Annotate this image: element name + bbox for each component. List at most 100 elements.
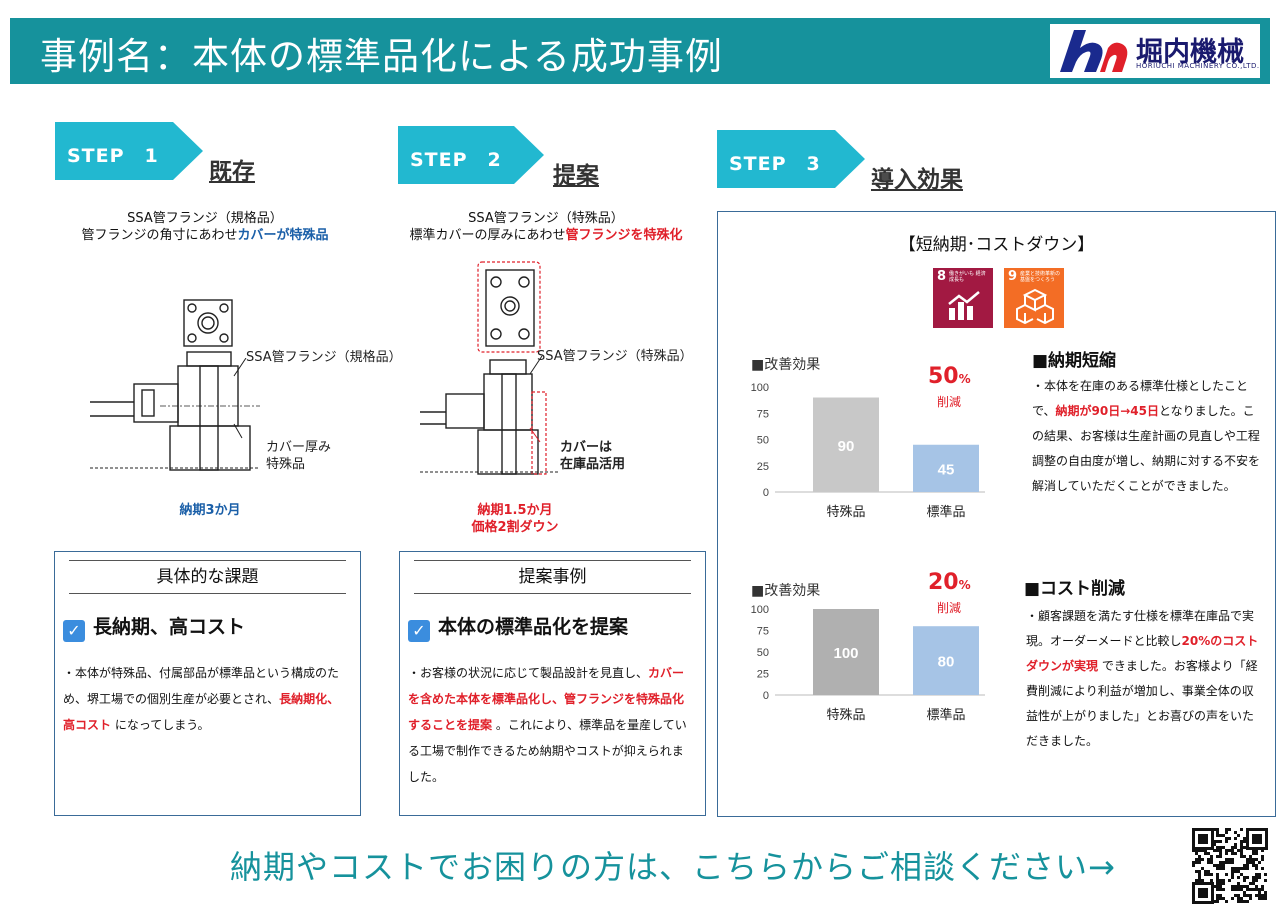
step-1-cover-label: カバー厚み 特殊品 <box>266 439 331 473</box>
chart-2-ytick: 0 <box>763 690 769 702</box>
chart-1-data-label: 45 <box>938 461 955 478</box>
step-1-title: 既存 <box>209 159 255 185</box>
chart-2-data-label: 80 <box>938 654 955 671</box>
chart-1-annotation-sub: 削減 <box>937 395 962 409</box>
step-2-cover-label: カバーは 在庫品活用 <box>560 439 625 473</box>
effect-box: 【短納期･コストダウン】 8 働きがいも 経済成長も 9 産業と技術革新の 基盤… <box>717 211 1276 817</box>
chart-2-ytick: 25 <box>757 669 769 681</box>
step-1-caption: SSA管フランジ（規格品） 管フランジの角寸にあわせカバーが特殊品 <box>60 210 350 244</box>
chart-2-bar <box>913 626 979 695</box>
logo-name: 堀内機械 <box>1136 37 1244 68</box>
logo-subtitle: HORIUCHI MACHINERY CO.,LTD. <box>1136 62 1260 70</box>
chart-2-bar <box>813 609 879 695</box>
step-1-lead-time: 納期3か月 <box>179 503 241 518</box>
step-2-lead-time: 納期1.5か月 価格2割ダウン <box>455 502 575 536</box>
step-2-caption-line1: SSA管フランジ（特殊品） <box>468 211 624 226</box>
issue-body-tail: になってしまう。 <box>111 718 210 732</box>
step-2-leaders <box>529 356 543 443</box>
chart-1-annotation: 50% <box>928 364 971 389</box>
proposal-box-subheading-text: 本体の標準品化を提案 <box>438 616 629 638</box>
chart-1-data-label: 90 <box>838 438 855 455</box>
step-2-cover-label-line2: 在庫品活用 <box>560 457 626 472</box>
step-2-label: STEP 2 <box>410 149 502 171</box>
step-2-caption: SSA管フランジ（特殊品） 標準カバーの厚みにあわせ管フランジを特殊化 <box>396 210 696 244</box>
chart-2-data-label: 100 <box>833 645 858 662</box>
step-1-caption-line2: 管フランジの角寸にあわせカバーが特殊品 <box>60 227 350 244</box>
cubes-icon <box>1016 288 1054 324</box>
proposal-body-text: ・お客様の状況に応じて製品設計を見直し、 <box>408 666 649 680</box>
chart-1-annotation-unit: % <box>958 372 971 386</box>
issue-box-subheading-text: 長納期、高コスト <box>93 616 246 638</box>
cost-body: ・顧客課題を満たす仕様を標準在庫品で実現。オーダーメードと比較し20%のコストダ… <box>1026 604 1264 754</box>
proposal-box-body: ・お客様の状況に応じて製品設計を見直し、カバーを含めた本体を標準品化し、管フラン… <box>408 660 693 790</box>
chart-2-annotation: 20% <box>928 570 971 595</box>
chart-2-category-label: 標準品 <box>926 707 965 723</box>
chart-1-category-label: 標準品 <box>926 504 965 520</box>
step-2-lead-time-line2: 価格2割ダウン <box>471 520 559 535</box>
lead-body-emphasis: 納期が90日→45日 <box>1055 404 1159 418</box>
chart-1-ytick: 0 <box>763 487 769 499</box>
header-bar: 事例名：本体の標準品化による成功事例 堀内機械 HORIUCHI MACHINE… <box>10 18 1270 84</box>
chart-1-bar <box>813 397 879 492</box>
cost-heading: ■コスト削減 <box>1024 579 1126 599</box>
footer-cta[interactable]: 納期やコストでお困りの方は、こちらからご相談ください→ <box>230 848 1116 886</box>
sdg-9-text: 産業と技術革新の 基盤をつくろう <box>1020 271 1061 283</box>
step-1-flange-drawing <box>90 299 260 471</box>
step-3-title: 導入効果 <box>871 167 963 193</box>
chart-2-ytick: 50 <box>757 647 769 659</box>
proposal-box: 提案事例 ✓ 本体の標準品化を提案 ・お客様の状況に応じて製品設計を見直し、カバー… <box>399 551 706 816</box>
qr-code-icon[interactable] <box>1190 826 1270 906</box>
company-logo[interactable]: 堀内機械 HORIUCHI MACHINERY CO.,LTD. <box>1050 24 1260 78</box>
checkbox-icon: ✓ <box>408 620 430 642</box>
cost-body-emphasis: 20%のコストダウンが実現 <box>1026 634 1259 673</box>
issue-box-subheading: ✓ 長納期、高コスト <box>63 612 245 642</box>
proposal-body-emphasis: カバーを含めた本体を標準品化し、管フランジを特殊品化することを提案 <box>408 666 685 732</box>
cost-body-text: ・顧客課題を満たす仕様を標準在庫品で実現。オーダーメードと比較し <box>1026 609 1255 648</box>
checkbox-icon: ✓ <box>63 620 85 642</box>
step-2-flange-drawing <box>420 261 560 475</box>
step-2-caption-text: 標準カバーの厚みにあわせ <box>409 228 566 243</box>
chart-2-category-label: 特殊品 <box>826 708 865 723</box>
sdg-9-badge: 9 産業と技術革新の 基盤をつくろう <box>1004 268 1064 328</box>
proposal-box-heading: 提案事例 <box>414 560 691 594</box>
step-2-title: 提案 <box>553 163 599 189</box>
chart-1-category-label: 特殊品 <box>826 505 865 520</box>
chart-1-bar <box>913 444 979 492</box>
chart-1-ytick: 50 <box>757 435 769 447</box>
issue-box-body: ・本体が特殊品、付属部品が標準品という構成のため、堺工場での個別生産が必要とされ… <box>63 660 348 738</box>
step-2-cover-label-line1: カバーは <box>560 440 613 455</box>
effect-title: 【短納期･コストダウン】 <box>898 235 1095 255</box>
step-1-cover-label-line2: 特殊品 <box>266 457 306 472</box>
step-3-label: STEP 3 <box>729 153 821 175</box>
step-2-flange-label: SSA管フランジ（特殊品） <box>537 349 693 364</box>
chart-1-ytick: 25 <box>757 461 769 473</box>
sdg-9-number: 9 <box>1008 269 1018 284</box>
step-1-leaders <box>233 358 247 439</box>
chart-1-ytick: 75 <box>757 408 769 420</box>
chart-1-title: ■改善効果 <box>751 357 821 373</box>
chart-2-ytick: 75 <box>757 626 769 638</box>
chart-2-title: ■改善効果 <box>751 583 821 599</box>
lead-body-tail: となりました。この結果、お客様は生産計画の見直しや工程調整の自由度が増し、納期に… <box>1032 404 1261 493</box>
sdg-8-badge: 8 働きがいも 経済成長も <box>933 268 993 328</box>
sdg-8-number: 8 <box>937 269 947 284</box>
step-2-caption-emphasis: 管フランジを特殊化 <box>565 228 683 243</box>
issue-body-emphasis: 長納期化、高コスト <box>63 692 340 732</box>
issue-box: 具体的な課題 ✓ 長納期、高コスト ・本体が特殊品、付属部品が標準品という構成のた… <box>54 551 361 816</box>
lead-time-heading: ■納期短縮 <box>1032 351 1117 371</box>
chart-1-ytick: 100 <box>751 382 769 394</box>
chart-2-ytick: 100 <box>751 604 769 616</box>
step-1-cover-label-line1: カバー厚み <box>266 440 332 455</box>
logo-mark-icon <box>1060 30 1128 72</box>
step-1-label: STEP 1 <box>67 145 159 167</box>
step-2-lead-time-line1: 納期1.5か月 <box>477 503 553 518</box>
chart-2-annotation-sub: 削減 <box>937 601 962 615</box>
issue-box-heading: 具体的な課題 <box>69 560 346 594</box>
chart-1: 0 25 50 75 100 90 特殊品 45 標準品 <box>751 382 985 520</box>
issue-body-text: ・本体が特殊品、付属部品が標準品という構成のため、堺工場での個別生産が必要とされ… <box>63 666 340 706</box>
lead-time-body: ・本体を在庫のある標準仕様としたことで、納期が90日→45日となりました。この結… <box>1032 374 1262 499</box>
chart-2-annotation-value: 20 <box>928 570 959 595</box>
step-1-flange-label: SSA管フランジ（規格品） <box>246 350 402 365</box>
chart-1-annotation-value: 50 <box>928 364 959 389</box>
page-title: 事例名：本体の標準品化による成功事例 <box>40 35 723 78</box>
